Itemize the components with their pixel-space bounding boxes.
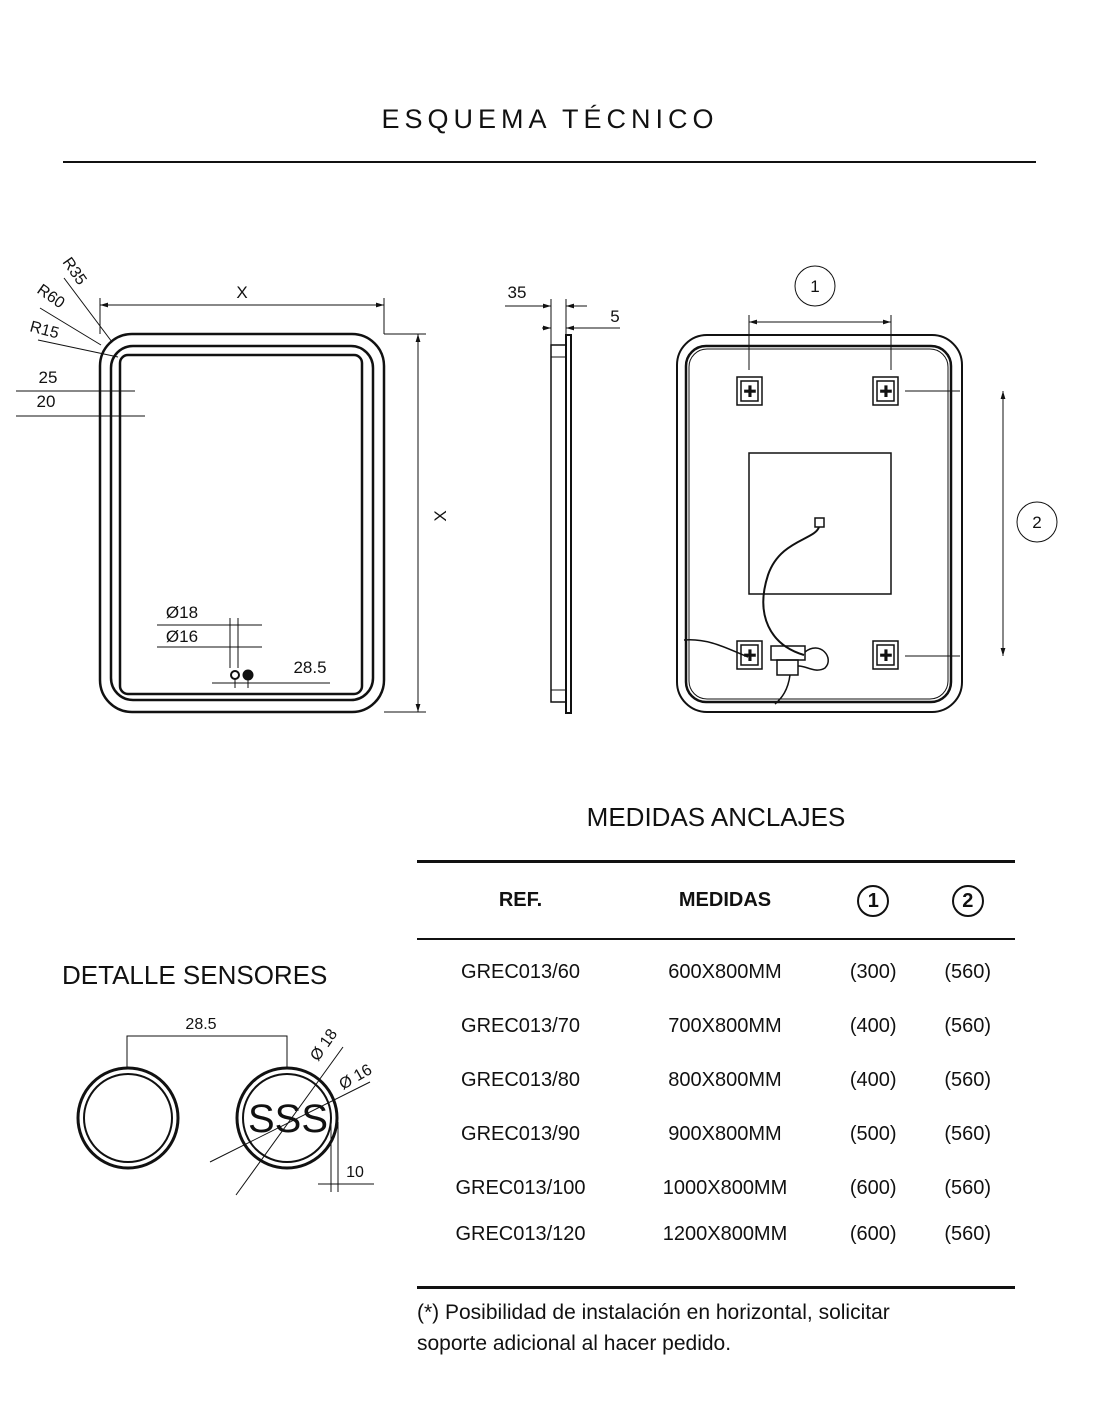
- radius-r15: R15: [28, 318, 61, 342]
- cell-medidas: 800X800MM: [668, 1068, 782, 1091]
- driver-box: [748, 452, 892, 595]
- cell-anchor-1: (600): [849, 1176, 897, 1199]
- sensor-d18: Ø18: [166, 603, 198, 622]
- cell-anchor-2: (560): [944, 1068, 992, 1091]
- radius-leaders: [37, 277, 119, 358]
- width-label: X: [236, 283, 247, 302]
- cell-anchor-1: (600): [826, 1215, 921, 1289]
- svg-text:✚: ✚: [879, 648, 892, 665]
- table-header-row: REF. MEDIDAS 1 2: [417, 860, 1015, 940]
- cell-medidas: 1200X800MM: [624, 1215, 826, 1289]
- screw-icons: ✚ ✚ ✚ ✚: [743, 384, 892, 665]
- anchors-table-title: MEDIDAS ANCLAJES: [586, 802, 846, 832]
- cell-medidas: 600X800MM: [668, 960, 782, 983]
- cell-anchor-2: (560): [944, 1176, 992, 1199]
- mirror-led-band: [109, 344, 375, 702]
- header-1: 1: [826, 860, 921, 940]
- cell-anchor-2: (560): [944, 1014, 992, 1037]
- sensor-dimensions: [157, 618, 330, 688]
- sensor-icon-filled: [242, 669, 254, 681]
- cell-anchor-1: (300): [849, 960, 897, 983]
- sensor-detail-drawing: SSS 28.5 Ø 18 Ø 16 10: [76, 1016, 375, 1196]
- depth-label: 35: [508, 283, 527, 302]
- back-view: ✚ ✚ ✚ ✚ 1 2: [676, 265, 1058, 713]
- cell-anchor-2: (560): [944, 1122, 992, 1145]
- anchor-marker-2: 2: [1032, 513, 1041, 532]
- cell-anchor-1: (400): [849, 1068, 897, 1091]
- cell-ref: GREC013/80: [461, 1068, 580, 1091]
- cell-anchor-1: (500): [849, 1122, 897, 1145]
- svg-text:✚: ✚: [743, 384, 756, 401]
- glass-thickness-label: 5: [610, 307, 619, 326]
- title-divider: [63, 161, 1036, 163]
- height-label: X: [431, 510, 450, 521]
- cell-ref: GREC013/90: [461, 1122, 580, 1145]
- table-row: GREC013/100 1000X800MM (600) (560): [417, 1161, 1015, 1215]
- sensor-detail-title: DETALLE SENSORES: [62, 960, 328, 990]
- table-row: GREC013/90 900X800MM (500) (560): [417, 1107, 1015, 1161]
- page-title: ESQUEMA TÉCNICO: [381, 104, 719, 134]
- detail-spacing: 28.5: [185, 1016, 216, 1033]
- height-dimension: [384, 333, 426, 713]
- anchor-brackets: [736, 376, 899, 670]
- header-ref: REF.: [417, 860, 624, 940]
- sensor-spacing: 28.5: [293, 658, 326, 677]
- front-view: X X R35 R60 R15 25 20 Ø18 Ø16 28.5: [16, 255, 450, 714]
- offset-25: 25: [39, 368, 58, 387]
- table-row: GREC013/70 700X800MM (400) (560): [417, 999, 1015, 1053]
- radius-r60: R60: [34, 281, 68, 312]
- cell-ref: GREC013/60: [461, 960, 580, 983]
- svg-text:✚: ✚: [743, 648, 756, 665]
- cell-anchor-2: (560): [944, 960, 992, 983]
- footnote-line: (*) Posibilidad de instalación en horizo…: [417, 1301, 890, 1324]
- cell-medidas: 900X800MM: [668, 1122, 782, 1145]
- cell-ref: GREC013/100: [455, 1176, 586, 1199]
- cell-anchor-2: (560): [920, 1215, 1015, 1289]
- cell-medidas: 1000X800MM: [662, 1176, 788, 1199]
- cable: [762, 526, 820, 656]
- detail-offset: 10: [346, 1164, 364, 1181]
- footnote-line: soporte adicional al hacer pedido.: [417, 1332, 732, 1355]
- cell-anchor-1: (400): [849, 1014, 897, 1037]
- cell-ref: GREC013/120: [417, 1215, 624, 1289]
- width-dimension: [99, 298, 385, 334]
- cell-ref: GREC013/70: [461, 1014, 580, 1037]
- anchor-marker-1: 1: [810, 277, 819, 296]
- svg-text:✚: ✚: [879, 384, 892, 401]
- anchors-table: REF. MEDIDAS 1 2 GREC013/60 600X800MM (300…: [417, 860, 1015, 1289]
- offset-dimensions: [16, 390, 145, 417]
- header-medidas: MEDIDAS: [624, 860, 826, 940]
- table-row: GREC013/80 800X800MM (400) (560): [417, 1053, 1015, 1107]
- footnote: (*) Posibilidad de instalación en horizo…: [417, 1297, 1037, 1359]
- cell-medidas: 700X800MM: [668, 1014, 782, 1037]
- sensor-d16: Ø16: [166, 627, 198, 646]
- table-row: GREC013/60 600X800MM (300) (560): [417, 939, 1015, 999]
- radius-r35: R35: [59, 255, 90, 289]
- side-view: 35 5: [505, 283, 620, 714]
- detail-d18: Ø 18: [307, 1026, 341, 1064]
- mirror-glass: [118, 353, 364, 696]
- sensor-text: SSS: [248, 1097, 328, 1141]
- offset-20: 20: [37, 392, 56, 411]
- mirror-outer-frame: [98, 332, 386, 714]
- header-2: 2: [920, 860, 1015, 940]
- sensor-icon-open: [230, 670, 240, 680]
